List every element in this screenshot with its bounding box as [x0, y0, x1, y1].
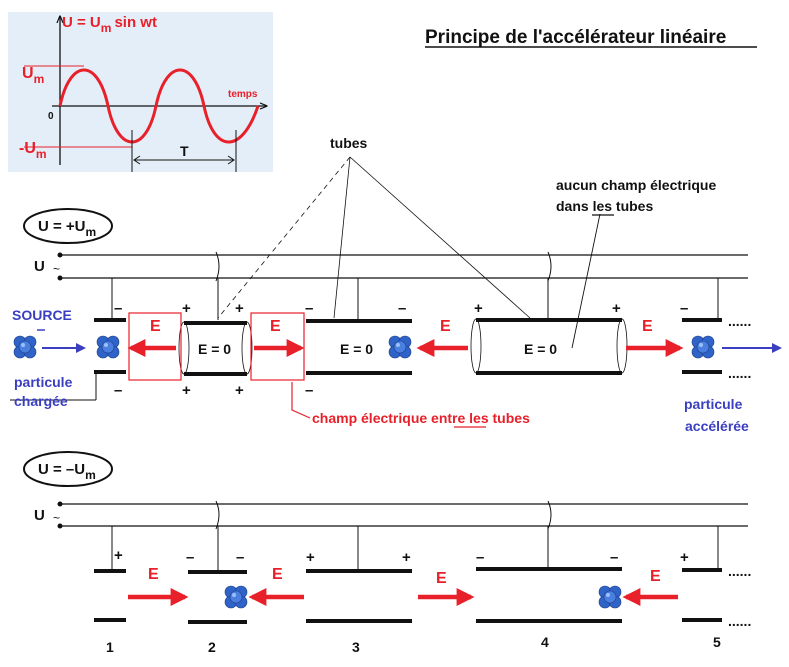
- tubes-leader: [333, 156, 351, 319]
- accelerated-particle-label-2: accélérée: [685, 418, 749, 434]
- tubes-leader-dashed: [217, 156, 351, 319]
- um-label: Um: [22, 65, 44, 86]
- field-label: E: [436, 570, 447, 587]
- no-field-label-2: dans les tubes: [556, 198, 653, 214]
- charge-plus: +: [612, 300, 621, 317]
- charge-plus: +: [474, 300, 483, 317]
- continuation-dots-bottom-a: ......: [728, 563, 751, 579]
- accelerated-particle-label-1: particule: [684, 396, 743, 412]
- charge-minus: –: [680, 300, 688, 317]
- tube-number-3: 3: [352, 639, 360, 655]
- top-phase-ellipse: [23, 208, 113, 244]
- field-label: E: [440, 318, 451, 335]
- field-label: E: [650, 568, 661, 585]
- particle-icon: [388, 335, 412, 359]
- particle-icon: [224, 585, 248, 609]
- tube-number-1: 1: [106, 639, 114, 655]
- particle-icon: [13, 335, 37, 359]
- charge-minus: –: [114, 382, 122, 399]
- particle-icon: [96, 335, 120, 359]
- continuation-dots-top-b: ......: [728, 365, 751, 381]
- supply-tilde-bottom: ~: [53, 511, 60, 525]
- field-label: E: [642, 318, 653, 335]
- charge-plus: +: [680, 549, 689, 566]
- charge-minus: –: [476, 549, 484, 566]
- charge-plus: +: [235, 382, 244, 399]
- top-phase: U = +Um U ~ ...... ......: [10, 135, 782, 434]
- continuation-dots-bottom-b: ......: [728, 613, 751, 629]
- zero-field-label: E = 0: [524, 341, 557, 357]
- neg-um-label: -Um: [19, 140, 47, 161]
- bottom-phase: U = –Um U ~ ...... ...... + – – + + – – …: [23, 451, 751, 655]
- time-label: temps: [228, 89, 258, 100]
- field-between-label: champ électrique entre les tubes: [312, 410, 530, 426]
- source-label: SOURCE: [12, 307, 72, 323]
- field-label: E: [272, 566, 283, 583]
- tubes-label: tubes: [330, 135, 368, 151]
- field-label: E: [148, 566, 159, 583]
- supply-label-bottom: U: [34, 507, 45, 524]
- top-phase-label: U = +Um: [38, 218, 96, 239]
- no-field-leader: [571, 213, 601, 349]
- charge-minus: –: [305, 382, 313, 399]
- supply-tilde-top: ~: [53, 262, 60, 276]
- particle-icon: [598, 585, 622, 609]
- continuation-dots-top-a: ......: [728, 313, 751, 329]
- charge-plus: +: [235, 300, 244, 317]
- tube-number-4: 4: [541, 634, 549, 650]
- period-label: T: [180, 143, 189, 159]
- charge-plus: +: [182, 382, 191, 399]
- zero-field-label: E = 0: [198, 341, 231, 357]
- origin-label: 0: [48, 111, 54, 122]
- tubes-leader: [349, 156, 531, 319]
- charge-plus: +: [306, 549, 315, 566]
- charge-minus: –: [114, 300, 122, 317]
- supply-label-top: U: [34, 258, 45, 275]
- charge-minus: –: [610, 549, 618, 566]
- page-title: Principe de l'accélérateur linéaire: [425, 27, 726, 48]
- tube-number-2: 2: [208, 639, 216, 655]
- charged-particle-label-2: chargée: [14, 393, 68, 409]
- field-label: E: [270, 318, 281, 335]
- charge-minus: –: [305, 300, 313, 317]
- charge-plus: +: [402, 549, 411, 566]
- charge-plus: +: [114, 547, 123, 564]
- no-field-label-1: aucun champ électrique: [556, 177, 716, 193]
- bottom-phase-ellipse: [23, 451, 113, 487]
- zero-field-label: E = 0: [340, 341, 373, 357]
- charge-minus: –: [236, 549, 244, 566]
- charge-minus: –: [398, 300, 406, 317]
- charge-plus: +: [182, 300, 191, 317]
- field-between-leader: [291, 382, 311, 419]
- charge-minus: –: [186, 549, 194, 566]
- charged-particle-label-1: particule: [14, 374, 73, 390]
- sine-curve: [58, 68, 260, 144]
- graph-background: [8, 12, 273, 172]
- field-label: E: [150, 318, 161, 335]
- tube-number-5: 5: [713, 634, 721, 650]
- particle-icon: [691, 335, 715, 359]
- bottom-phase-label: U = –Um: [38, 461, 96, 482]
